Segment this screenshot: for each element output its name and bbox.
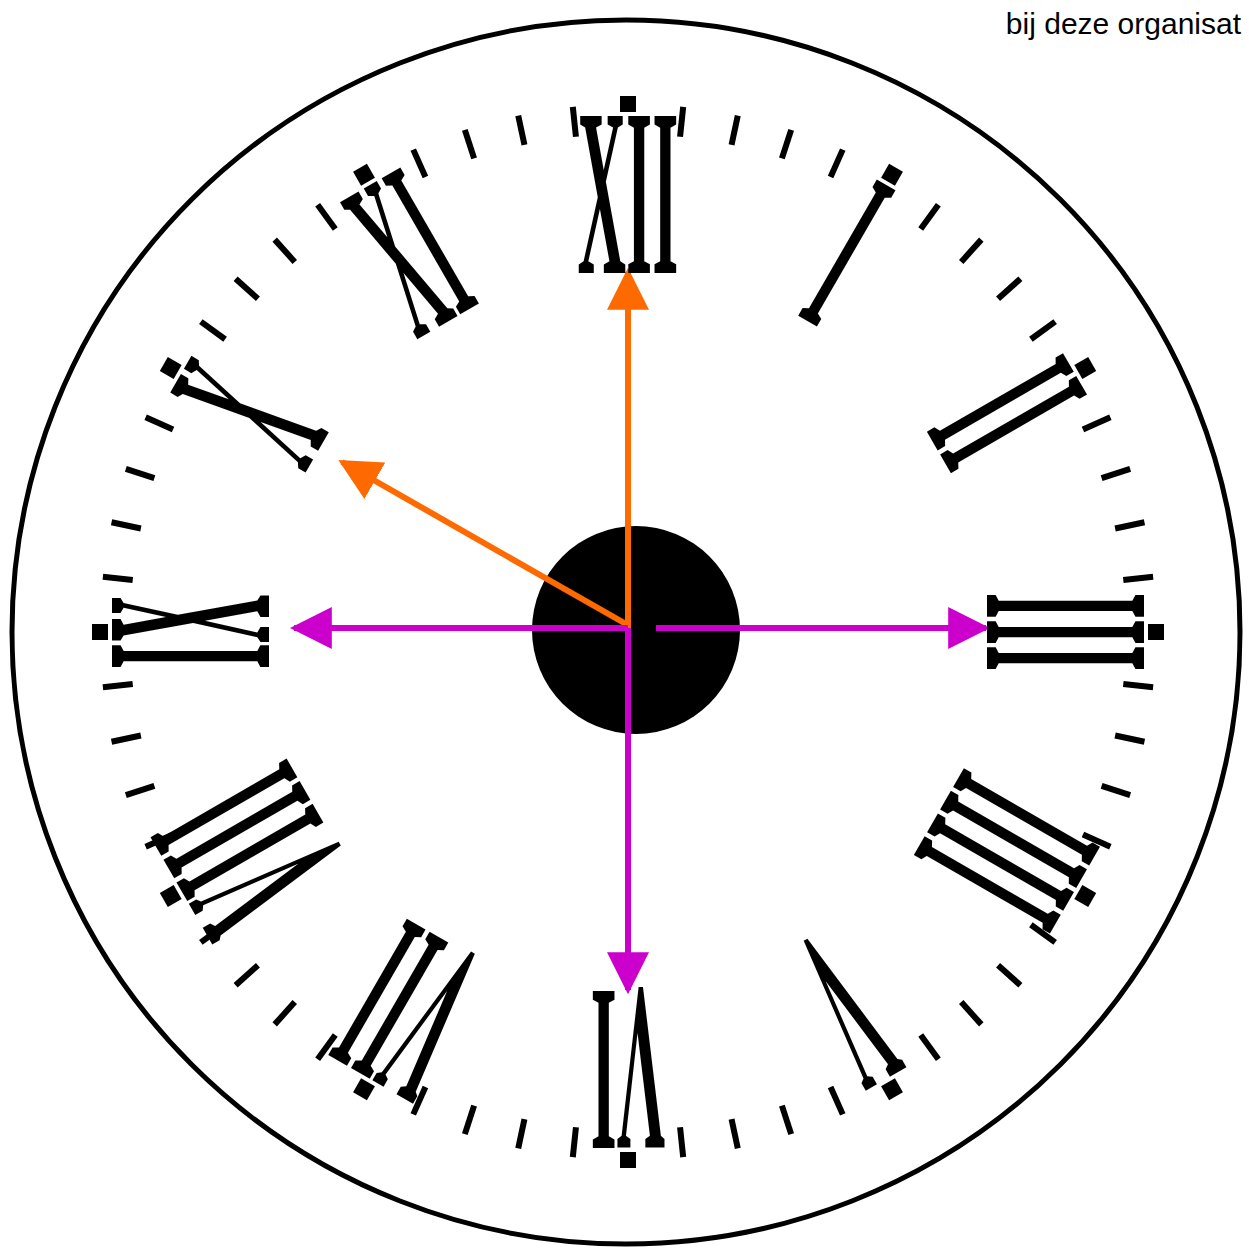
clock-numeral: XI — [316, 128, 501, 373]
clock-numeral: X — [131, 331, 363, 493]
minute-tick — [998, 279, 1020, 299]
minute-tick — [831, 150, 843, 177]
clock-numeral: IIII — [879, 747, 1139, 958]
minute-tick — [680, 1127, 683, 1157]
minute-tick — [275, 240, 295, 262]
minute-tick — [961, 1002, 981, 1024]
orange-arrow — [342, 462, 626, 624]
minute-tick — [236, 965, 258, 985]
clock-rim — [12, 20, 1240, 1244]
minute-tick — [680, 107, 683, 137]
minute-tick — [1123, 684, 1153, 687]
minute-tick — [318, 205, 336, 229]
clock-numeral: IX — [68, 595, 308, 670]
minute-tick — [961, 240, 981, 262]
clock-numeral: VI — [591, 952, 666, 1192]
minute-tick — [465, 1106, 474, 1135]
minute-tick — [146, 417, 173, 429]
minute-tick — [732, 1119, 738, 1148]
magenta-arrow — [294, 625, 628, 631]
minute-tick — [1123, 577, 1153, 580]
minute-tick — [921, 205, 939, 229]
orange-arrow — [625, 272, 631, 628]
clock-numeral: VIII — [111, 737, 382, 967]
minute-tick — [518, 1119, 524, 1148]
minute-tick — [201, 322, 225, 340]
minute-tick — [1115, 736, 1144, 742]
minute-tick — [275, 1002, 295, 1024]
minute-tick — [732, 116, 738, 145]
clock-numeral: V — [767, 897, 929, 1129]
minute-tick — [998, 965, 1020, 985]
minute-tick — [782, 130, 791, 159]
minute-tick — [782, 1106, 791, 1135]
minute-tick — [413, 150, 425, 177]
minute-tick — [1115, 522, 1144, 528]
clock-numeral: II — [892, 329, 1126, 494]
minute-tick — [1083, 417, 1110, 429]
clock-numeral: III — [948, 593, 1188, 671]
clock-numeral: XII — [578, 72, 679, 312]
minute-tick — [112, 736, 141, 742]
minute-tick — [921, 1035, 939, 1059]
minute-tick — [518, 116, 524, 145]
header-text: bij deze organisat — [1006, 6, 1241, 42]
minute-tick — [236, 279, 258, 299]
clock-numeral: I — [777, 140, 920, 361]
minute-tick — [831, 1087, 843, 1114]
minute-tick — [112, 522, 141, 528]
minute-tick — [103, 684, 133, 687]
minute-tick — [126, 786, 155, 795]
minute-tick — [1102, 469, 1131, 478]
pointer-arrows — [294, 272, 986, 990]
minute-tick — [573, 1127, 576, 1157]
magenta-arrow — [656, 625, 986, 631]
minute-tick — [1031, 322, 1055, 340]
minute-tick — [1102, 786, 1131, 795]
magenta-arrow — [625, 628, 631, 990]
minute-tick — [103, 577, 133, 580]
minute-tick — [126, 469, 155, 478]
minute-tick — [573, 107, 576, 137]
minute-tick — [465, 130, 474, 159]
clock-numeral: VII — [304, 884, 511, 1142]
